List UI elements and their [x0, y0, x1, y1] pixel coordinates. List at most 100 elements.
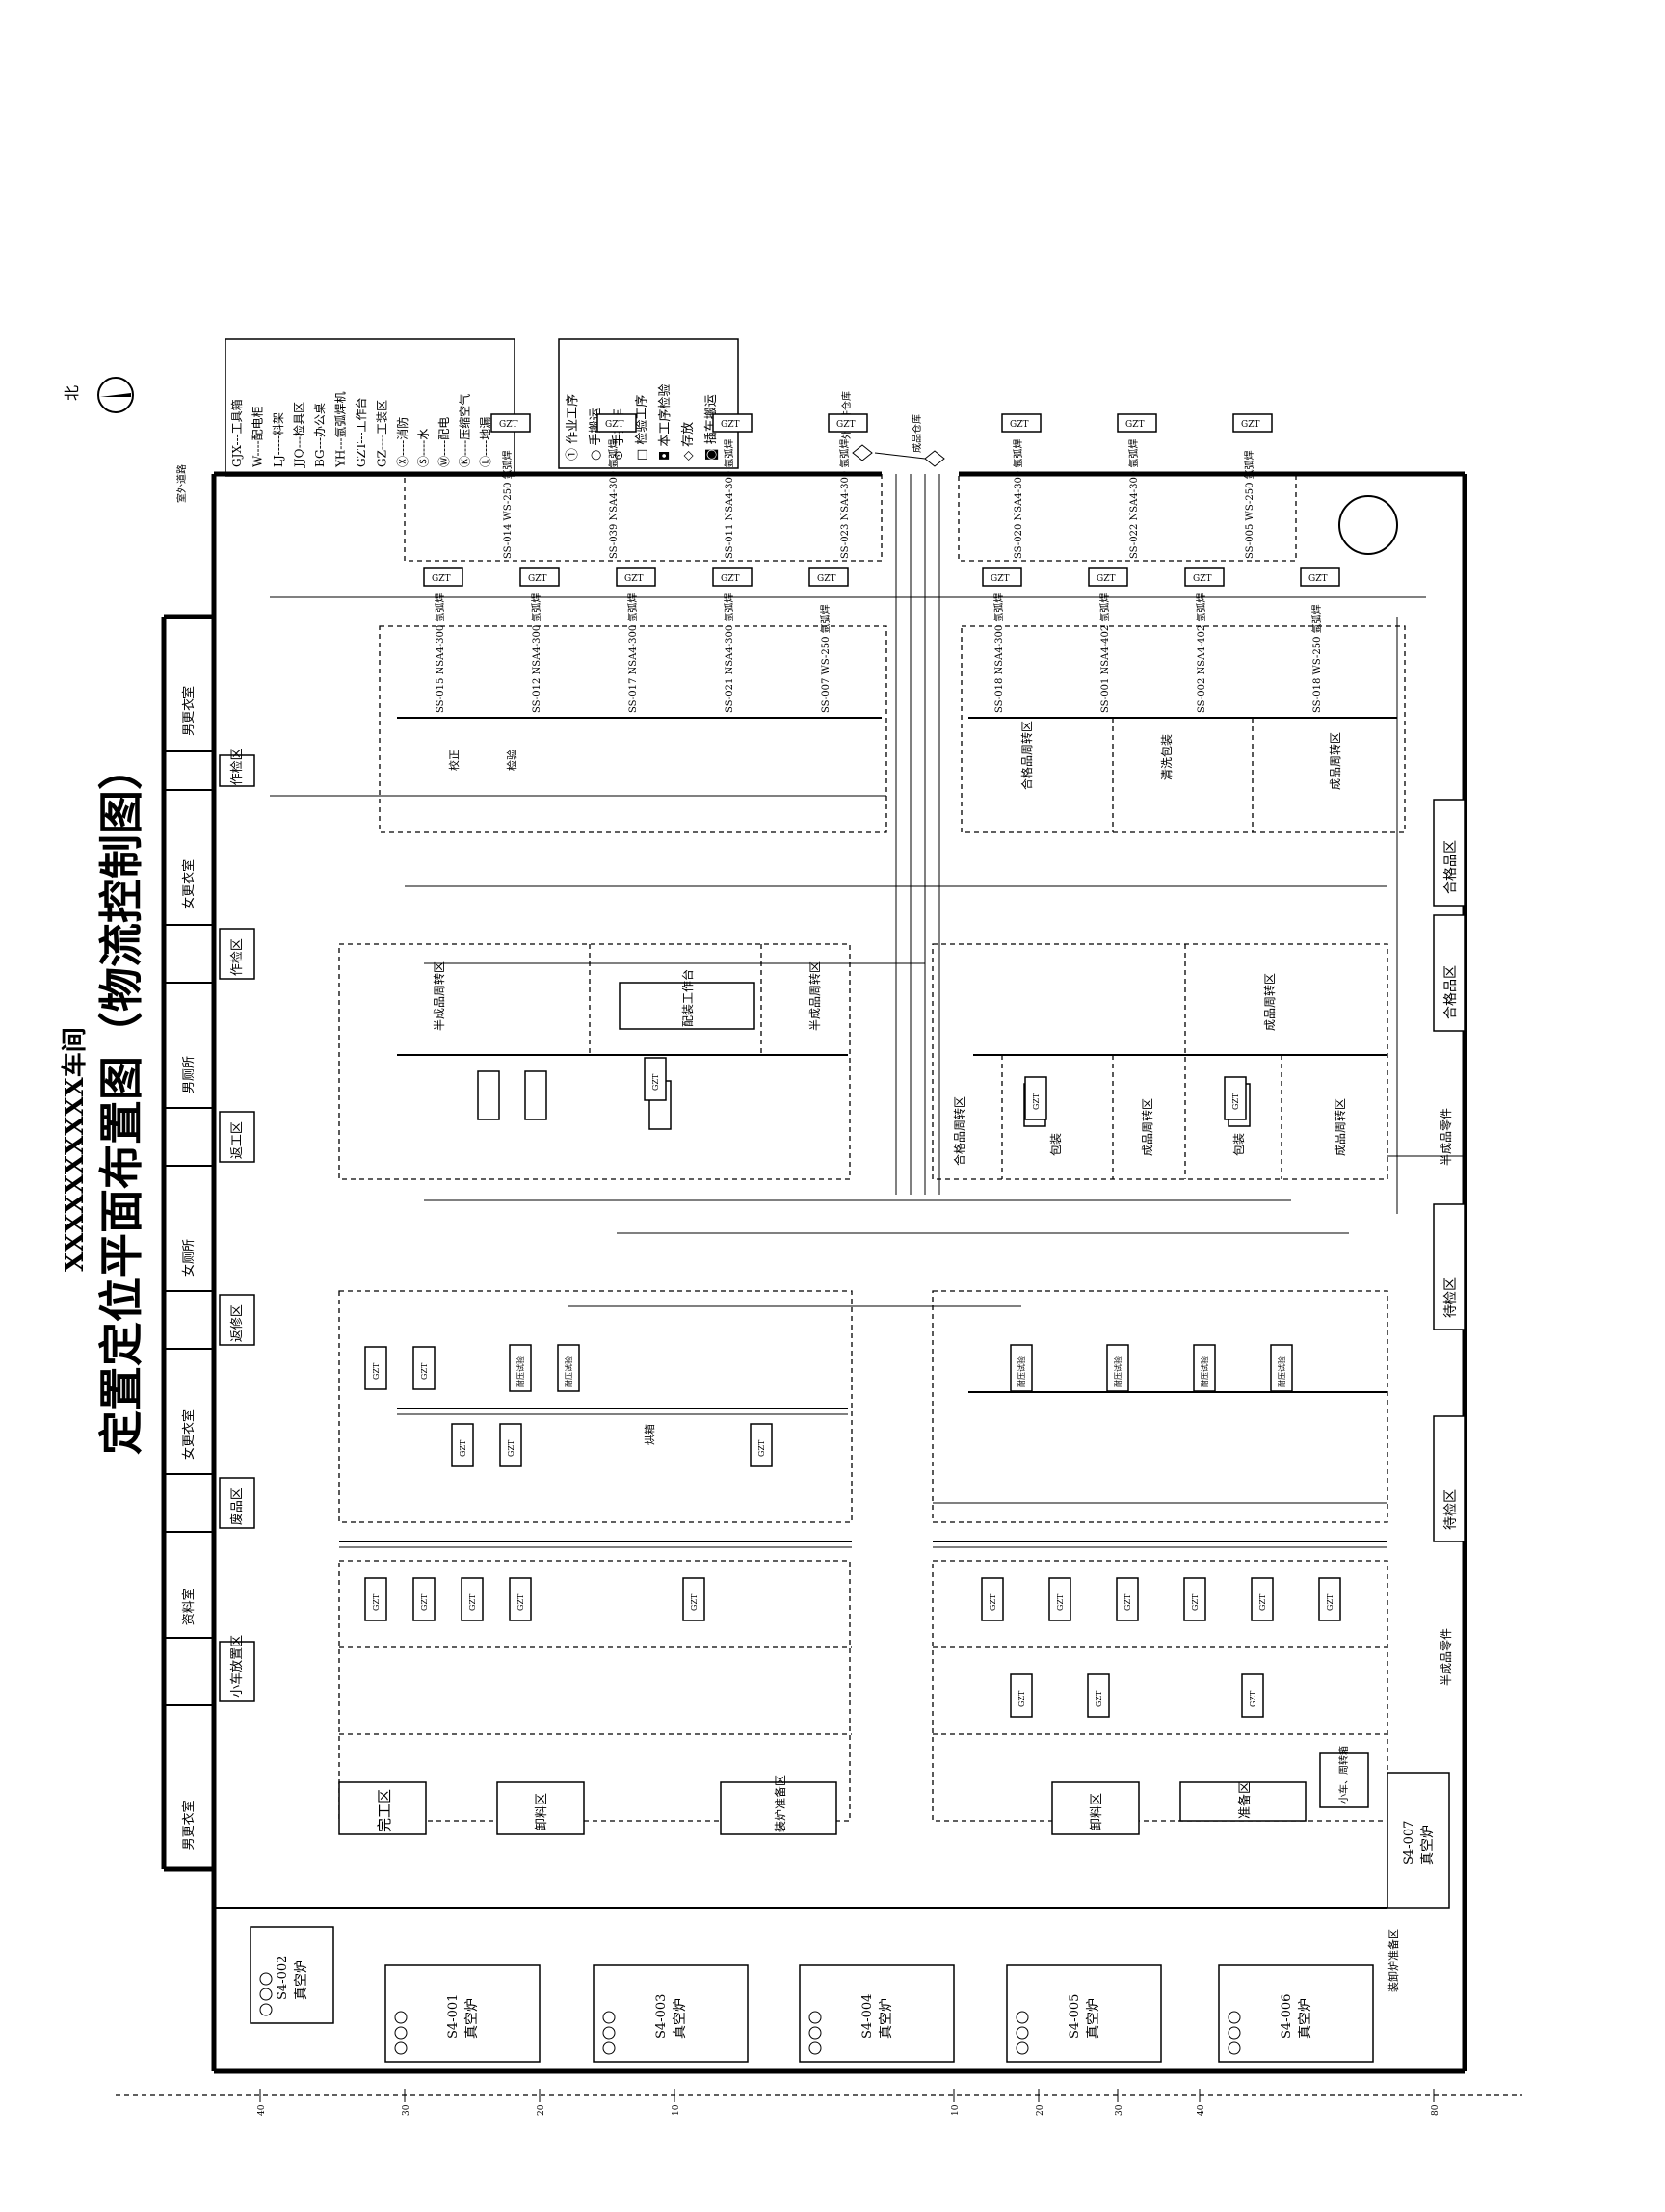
final-zone-label: 完工区 [376, 1789, 393, 1832]
workbench-label: GZT [991, 574, 1009, 584]
mid-weld-area-right: SS-018 NSA4-300 氩弧焊 GZT SS-001 NSA4-402 氩弧… [961, 567, 1406, 833]
ruler-mark: 10 [951, 2104, 961, 2116]
legend-code-item: YH---氩弧焊机 [333, 391, 348, 468]
central-r5-label: 包装 [1232, 1133, 1246, 1156]
mid-right-1-label: 合格品周转区 [1019, 721, 1034, 790]
press-test-label: 耐压试验 [515, 1356, 525, 1387]
welder-label: SS-018 NSA4-300 氩弧焊 [992, 593, 1005, 713]
central-area-right: 成品周转区 合格品周转区 包装 成品周转区 包装 成品周转区 [932, 943, 1388, 1180]
semi-parts-top-label: 半成品零件 [1440, 1108, 1453, 1166]
central-3-label: 半成品周转区 [807, 961, 822, 1031]
workbench-label: GZT [516, 1593, 525, 1611]
room-label: 男更衣室 [181, 686, 197, 736]
room-label: 资料室 [181, 1588, 197, 1625]
right-zone-label: 待检区 [1443, 1277, 1459, 1318]
right-zone-label: 待检区 [1443, 1489, 1459, 1530]
workbench-label: GZT [420, 1593, 429, 1611]
title-block: 定置定位平面布置图（物流控制图） XXXXXXXXXX车间 [60, 746, 147, 1455]
furnace-prep-label: 装炉准备区 [774, 1775, 787, 1832]
welder-label: SS-007 WS-250 氩弧焊 [819, 604, 832, 713]
legend-flow-item: □ 检验工序 [634, 395, 649, 461]
mid-right-2-label: 清洗包装 [1160, 734, 1174, 780]
furnace-side-label: 装卸炉准备区 [1387, 1929, 1400, 1992]
workbench-label: GZT [1095, 1690, 1103, 1707]
central-r6-label: 成品周转区 [1333, 1098, 1347, 1156]
workbench-label: GZT [836, 420, 855, 430]
furnace-name: 真空炉 [1420, 1825, 1436, 1865]
prep-zone-label: 准备区 [1237, 1781, 1253, 1819]
ruler-mark: 40 [1197, 2104, 1206, 2116]
inspect-label: 检验 [505, 750, 518, 771]
workbench-label: GZT [372, 1593, 381, 1611]
central-2-label: 配装工作台 [680, 969, 695, 1027]
welder-label: SS-005 WS-250 氩弧焊 [1243, 450, 1255, 559]
press-test-label: 耐压试验 [1017, 1356, 1026, 1387]
workbench-label: GZT [372, 1362, 381, 1380]
workbench-label: GZT [817, 574, 835, 584]
furnace-id: S4-001 [446, 1994, 461, 2039]
workbench-label: GZT [1010, 420, 1028, 430]
welder-label: SS-002 NSA4-402 氩弧焊 [1195, 593, 1207, 713]
right-zone-label: 合格品区 [1443, 840, 1459, 894]
legend-code-item: GJX---工具箱 [229, 399, 244, 467]
welder-label: SS-022 NSA4-300 氩弧焊 [1127, 439, 1140, 559]
workbench-label: GZT [1097, 574, 1115, 584]
workbench-label: GZT [757, 1439, 766, 1457]
legend-code-item: Ⓧ----消防 [395, 417, 410, 467]
workbench-label: GZT [1191, 1593, 1200, 1611]
room-label: 废品区 [229, 1488, 245, 1525]
welder-label: SS-021 NSA4-300 氩弧焊 [723, 593, 735, 713]
main-title: 定置定位平面布置图（物流控制图） [95, 746, 147, 1455]
workbench-label: GZT [1193, 574, 1211, 584]
welder-label: SS-018 WS-250 氩弧焊 [1310, 604, 1323, 713]
workbench-label: GZT [624, 574, 643, 584]
furnace-id: S4-005 [1068, 1994, 1082, 2039]
room-label: 作检区 [230, 938, 245, 976]
legend-code-item: Ⓦ----配电 [437, 417, 451, 467]
welder-label: SS-017 NSA4-300 氩弧焊 [626, 593, 639, 713]
unload-zone-label: 卸料区 [534, 1793, 549, 1830]
workbench-group: GZT GZT GZT GZT GZT GZT GZT GZT GZT GZT GZT GZT GZT G… [364, 1057, 1341, 1718]
workbench-label: GZT [690, 1593, 699, 1611]
furnace-name: 真空炉 [879, 1998, 894, 2039]
workbench-label: GZT [1249, 1690, 1257, 1707]
room-label: 女厕所 [181, 1239, 197, 1277]
ruler-mark: 40 [257, 2104, 267, 2116]
workbench-label: GZT [1125, 420, 1144, 430]
furnace-name: 真空炉 [1298, 1998, 1313, 2039]
welder-label: SS-015 NSA4-300 氩弧焊 [434, 593, 446, 713]
legend-flow-item: ◘ 本工序检验 [657, 384, 673, 461]
room-label: 女更衣室 [181, 859, 197, 909]
inner-warehouse-label: 成品仓库 [911, 414, 923, 453]
legend-code-item: GZ----工装区 [376, 400, 389, 467]
ruler-mark: 20 [537, 2104, 546, 2116]
workbench-label: GZT [651, 1073, 660, 1091]
workbench-label: GZT [721, 574, 739, 584]
workbench-label: GZT [459, 1439, 467, 1457]
room-label: 返工区 [230, 1121, 245, 1159]
workbench-label: GZT [420, 1362, 429, 1380]
mid-right-3-label: 成品周转区 [1328, 732, 1342, 790]
workbench-label: GZT [1123, 1593, 1132, 1611]
welder-label: SS-039 NSA4-300 氩弧焊 [607, 439, 620, 559]
ruler-mark: 80 [1431, 2104, 1440, 2116]
room-label: 男厕所 [182, 1056, 197, 1093]
small-car-label: 小车、周转箱 [1337, 1746, 1350, 1804]
furnace-name: 真空炉 [673, 1998, 688, 2039]
furnace-id: S4-006 [1280, 1994, 1294, 2039]
welder-label: SS-023 NSA4-300 氩弧焊 [838, 439, 851, 559]
welder-label: SS-001 NSA4-402 氩弧焊 [1098, 593, 1111, 713]
workbench-label: GZT [721, 420, 739, 430]
workbench-label: GZT [1258, 1593, 1267, 1611]
right-zone-label: 合格品区 [1443, 965, 1459, 1019]
workbench-label: GZT [1018, 1690, 1026, 1707]
legend-flow-item: ① 作业工序 [566, 394, 580, 461]
central-r3-label: 包装 [1049, 1133, 1063, 1156]
